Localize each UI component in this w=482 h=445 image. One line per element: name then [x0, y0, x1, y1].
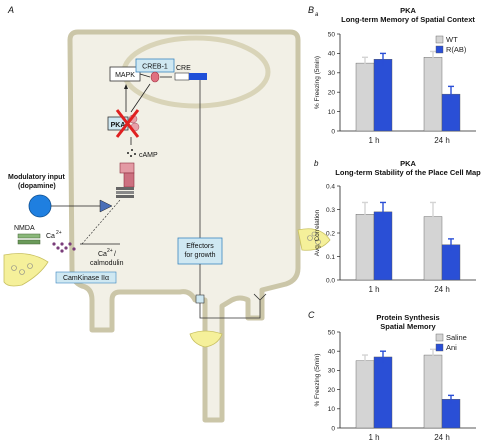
x-tick-label: 1 h: [368, 433, 379, 442]
neuron-diagram: MAPK CREB-1 CRE PKA cAMP: [3, 29, 331, 423]
y-tick-label: 0.4: [326, 183, 335, 190]
legend-label: Ani: [446, 343, 457, 352]
y-tick-label: 10: [328, 109, 336, 116]
y-tick-label: 0: [331, 128, 335, 135]
arrow-mapk-creb: [139, 73, 151, 78]
legend-swatch: [435, 333, 444, 342]
legend-swatch: [435, 35, 444, 44]
inhibition-x-icon: [115, 109, 140, 138]
legend-label: WT: [446, 35, 458, 44]
mapk-label: MAPK: [115, 72, 135, 79]
ca-ions-icon: [52, 242, 76, 253]
x-tick-label: 24 h: [434, 285, 450, 294]
chart-title: PKA: [400, 6, 416, 15]
y-tick-label: 30: [328, 368, 336, 375]
pka-label: PKA: [111, 122, 126, 129]
chart-subtitle: Long-term Stability of the Place Cell Ma…: [335, 168, 481, 177]
modulatory-label-2: (dopamine): [18, 183, 56, 190]
dopamine-terminal: [28, 194, 52, 218]
effectors-box: [177, 237, 223, 265]
y-tick-label: 20: [328, 387, 336, 394]
bar: [373, 211, 393, 281]
bar: [355, 62, 375, 132]
effector-terminal-icon: [195, 294, 205, 304]
ca-calmodulin-slash: /: [114, 251, 116, 258]
camkinase-box: [55, 271, 117, 284]
effectors-label-1: Effectors: [186, 243, 214, 250]
growth-pathway: [199, 300, 261, 319]
y-tick-label: 30: [328, 70, 336, 77]
y-axis-label: % Freezing (5min): [314, 353, 321, 406]
legend-swatch: [435, 343, 444, 352]
bar: [423, 57, 443, 132]
ca-calmodulin-sup: 2+: [107, 248, 113, 254]
bar: [373, 356, 393, 429]
cell-body: [67, 29, 301, 423]
arrowhead-icon: [124, 84, 128, 89]
panel-label-b-sub: a: [315, 12, 319, 18]
modulatory-synapse-icon: [99, 199, 113, 213]
camp-label: cAMP: [139, 152, 158, 159]
panel-label-c: C: [308, 310, 315, 320]
camkinase-label: CamKinase IIα: [63, 275, 109, 282]
cre-label: CRE: [176, 65, 191, 72]
y-tick-label: 50: [328, 329, 336, 336]
y-axis-label: Avg. Correlation: [314, 209, 321, 256]
camp-dots-icon: [127, 149, 136, 157]
ca-calmodulin-label-2: calmodulin: [90, 260, 124, 267]
legend-label: Saline: [446, 333, 467, 342]
ca-calmodulin-label-1: Ca: [98, 251, 107, 258]
arrow-pka-creb: [130, 83, 151, 113]
creb-label: CREB-1: [142, 64, 168, 71]
modulatory-label-1: Modulatory input: [8, 174, 65, 181]
x-tick-label: 1 h: [368, 285, 379, 294]
bar: [441, 399, 461, 429]
legend-label: R(AB): [446, 45, 467, 54]
growth-branch-icon: [253, 293, 267, 301]
presynaptic-terminal-left: [3, 253, 49, 287]
y-tick-label: 40: [328, 51, 336, 58]
creb-molecule: [150, 71, 160, 83]
y-tick-label: 40: [328, 349, 336, 356]
y-tick-label: 0.0: [326, 277, 335, 284]
chart-subtitle: Spatial Memory: [380, 322, 436, 331]
cre-gene: [174, 72, 190, 81]
ca-label: Ca: [46, 233, 55, 240]
y-tick-label: 0: [331, 425, 335, 432]
y-tick-label: 20: [328, 90, 336, 97]
x-tick-label: 24 h: [434, 433, 450, 442]
bar: [355, 360, 375, 429]
chart-title: Protein Synthesis: [376, 313, 439, 322]
bar: [423, 354, 443, 429]
nmda-receptor-icon: [17, 233, 41, 245]
legend-swatch: [435, 45, 444, 54]
effectors-label-2: for growth: [184, 252, 215, 259]
y-axis-label: % Freezing (5min): [314, 56, 321, 109]
y-tick-label: 50: [328, 31, 336, 38]
synapse-right: [297, 228, 331, 251]
y-tick-label: 0.3: [326, 207, 335, 214]
y-tick-label: 10: [328, 406, 336, 413]
x-tick-label: 24 h: [434, 136, 450, 145]
x-tick-label: 1 h: [368, 136, 379, 145]
panel-label-a: A: [7, 5, 14, 15]
y-tick-label: 0.2: [326, 230, 335, 237]
panel-label-b: B: [308, 5, 314, 15]
ca-sup: 2+: [56, 230, 62, 236]
bar: [373, 59, 393, 132]
cre-gene-coding: [189, 73, 207, 80]
dopamine-receptor-icon: [116, 187, 134, 198]
nmda-label: NMDA: [14, 225, 35, 232]
y-tick-label: 0.1: [326, 254, 335, 261]
chart-title: PKA: [400, 159, 416, 168]
panel-label-bb: b: [314, 159, 319, 168]
chart-subtitle: Long-term Memory of Spatial Context: [341, 15, 475, 24]
arrow-ca-cyclase: [81, 199, 121, 245]
presynaptic-terminal-bottom: [189, 330, 223, 348]
